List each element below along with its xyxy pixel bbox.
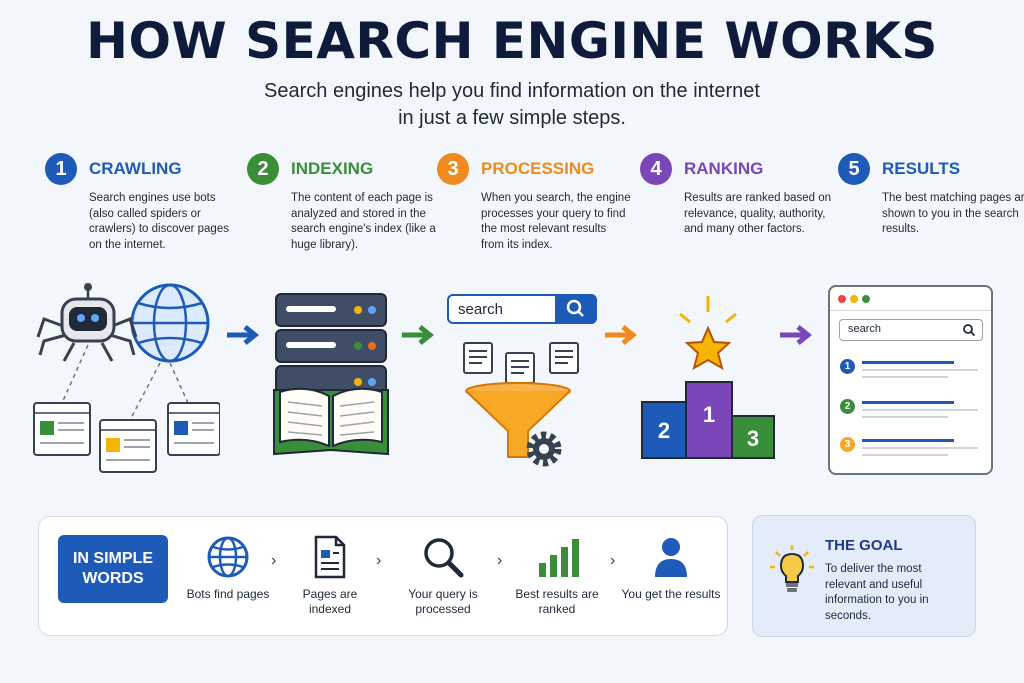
result-text-line [862, 409, 978, 411]
result-item: 2 [840, 399, 986, 423]
step-number-badge: 3 [437, 153, 469, 185]
arrow-right-icon [605, 325, 638, 345]
star-icon [684, 325, 732, 371]
step-title: CRAWLING [89, 159, 182, 178]
browser-titlebar [830, 287, 991, 311]
subtitle-line-2: in just a few simple steps. [398, 107, 626, 129]
result-item: 1 [840, 359, 986, 383]
result-rank-marker: 1 [840, 359, 855, 374]
server-stack-icon [275, 293, 387, 399]
result-text-line [862, 369, 978, 371]
window-close-dot [838, 295, 846, 303]
step-description: Search engines use bots (also called spi… [89, 192, 229, 251]
processing-illustration [463, 342, 579, 467]
podium-third-block [731, 415, 775, 459]
chevron-right-icon: › [271, 552, 277, 569]
simple-item-query-processed: Your query is processed [393, 533, 493, 617]
results-search-bar: search [839, 319, 983, 341]
webpage-icon [167, 402, 220, 456]
step-title: INDEXING [291, 159, 374, 178]
podium-second-block [641, 401, 687, 459]
goal-panel [752, 515, 976, 637]
sparkle-lines [679, 296, 737, 324]
result-title-line [862, 361, 954, 364]
podium-third-label: 3 [747, 426, 759, 451]
podium-first-block [685, 381, 733, 459]
result-rank-marker: 2 [840, 399, 855, 414]
step-description: Results are ranked based on relevance, q… [684, 192, 832, 235]
step-number-badge: 2 [247, 153, 279, 185]
processing-search-bar: search [447, 294, 597, 324]
indexing-illustration [273, 293, 389, 456]
goal-text: To deliver the most relevant and useful … [825, 563, 929, 622]
arrow-right-icon [227, 325, 260, 345]
arrow-right-icon [402, 325, 435, 345]
step-number-badge: 5 [838, 153, 870, 185]
goal-title: THE GOAL [825, 537, 903, 554]
step-title: RESULTS [882, 159, 961, 178]
arrow-right-icon [780, 325, 813, 345]
book-icon [273, 387, 389, 456]
chevron-right-icon: › [610, 552, 616, 569]
document-icon [463, 342, 493, 374]
lightbulb-icon [770, 545, 814, 592]
result-item: 3 [840, 437, 986, 461]
crawling-illustration [33, 283, 220, 473]
results-browser-window: search 1 2 3 [828, 285, 993, 475]
simple-item-text: Best results are ranked [515, 587, 599, 616]
globe-icon [207, 536, 249, 578]
podium-first-label: 1 [703, 402, 715, 427]
simple-item-text: You get the results [621, 587, 721, 601]
simple-item-you-get-results: You get the results [621, 533, 721, 602]
chevron-right-icon: › [376, 552, 382, 569]
bar-chart-icon [539, 539, 579, 577]
simple-item-text: Bots find pages [186, 587, 270, 601]
chevron-right-icon: › [497, 552, 503, 569]
search-icon [963, 324, 976, 337]
webpage-icon [99, 419, 157, 473]
gear-icon [526, 431, 562, 467]
spider-bot-icon [36, 283, 138, 362]
result-title-line [862, 401, 954, 404]
simple-item-bots-find-pages: Bots find pages [178, 533, 278, 602]
simple-item-pages-indexed: Pages are indexed [280, 533, 380, 617]
simple-words-label: IN SIMPLE WORDS [58, 535, 168, 603]
page-subtitle: Search engines help you find information… [0, 78, 1024, 132]
result-text-line [862, 454, 948, 456]
crawl-link-lines [61, 344, 189, 421]
ranking-illustration: 1 2 3 [641, 296, 775, 459]
step-number-badge: 1 [45, 153, 77, 185]
step-title: RANKING [684, 159, 764, 178]
step-title: PROCESSING [481, 159, 595, 178]
result-rank-marker: 3 [840, 437, 855, 452]
document-icon [549, 342, 579, 374]
result-title-line [862, 439, 954, 442]
simple-item-results-ranked: Best results are ranked [507, 533, 607, 617]
search-query-text: search [458, 301, 504, 318]
funnel-icon [465, 382, 571, 458]
webpage-icon [33, 402, 91, 456]
document-icon [314, 535, 346, 579]
step-description: The content of each page is analyzed and… [291, 192, 436, 251]
person-icon [655, 538, 687, 577]
subtitle-line-1: Search engines help you find information… [264, 80, 760, 102]
result-text-line [862, 447, 978, 449]
window-minimize-dot [850, 295, 858, 303]
simple-item-text: Pages are indexed [302, 587, 358, 616]
podium-second-label: 2 [658, 418, 670, 443]
globe-icon [130, 283, 210, 363]
step-description: The best matching pages are shown to you… [882, 192, 1024, 235]
simple-item-text: Your query is processed [408, 587, 478, 616]
search-query-text: search [848, 323, 882, 335]
magnifier-icon [424, 538, 464, 578]
window-maximize-dot [862, 295, 870, 303]
result-text-line [862, 416, 948, 418]
search-icon [555, 294, 597, 324]
document-icon [505, 352, 535, 384]
page-title: HOW SEARCH ENGINE WORKS [86, 12, 938, 70]
step-description: When you search, the engine processes yo… [481, 192, 631, 251]
result-text-line [862, 376, 948, 378]
step-number-badge: 4 [640, 153, 672, 185]
